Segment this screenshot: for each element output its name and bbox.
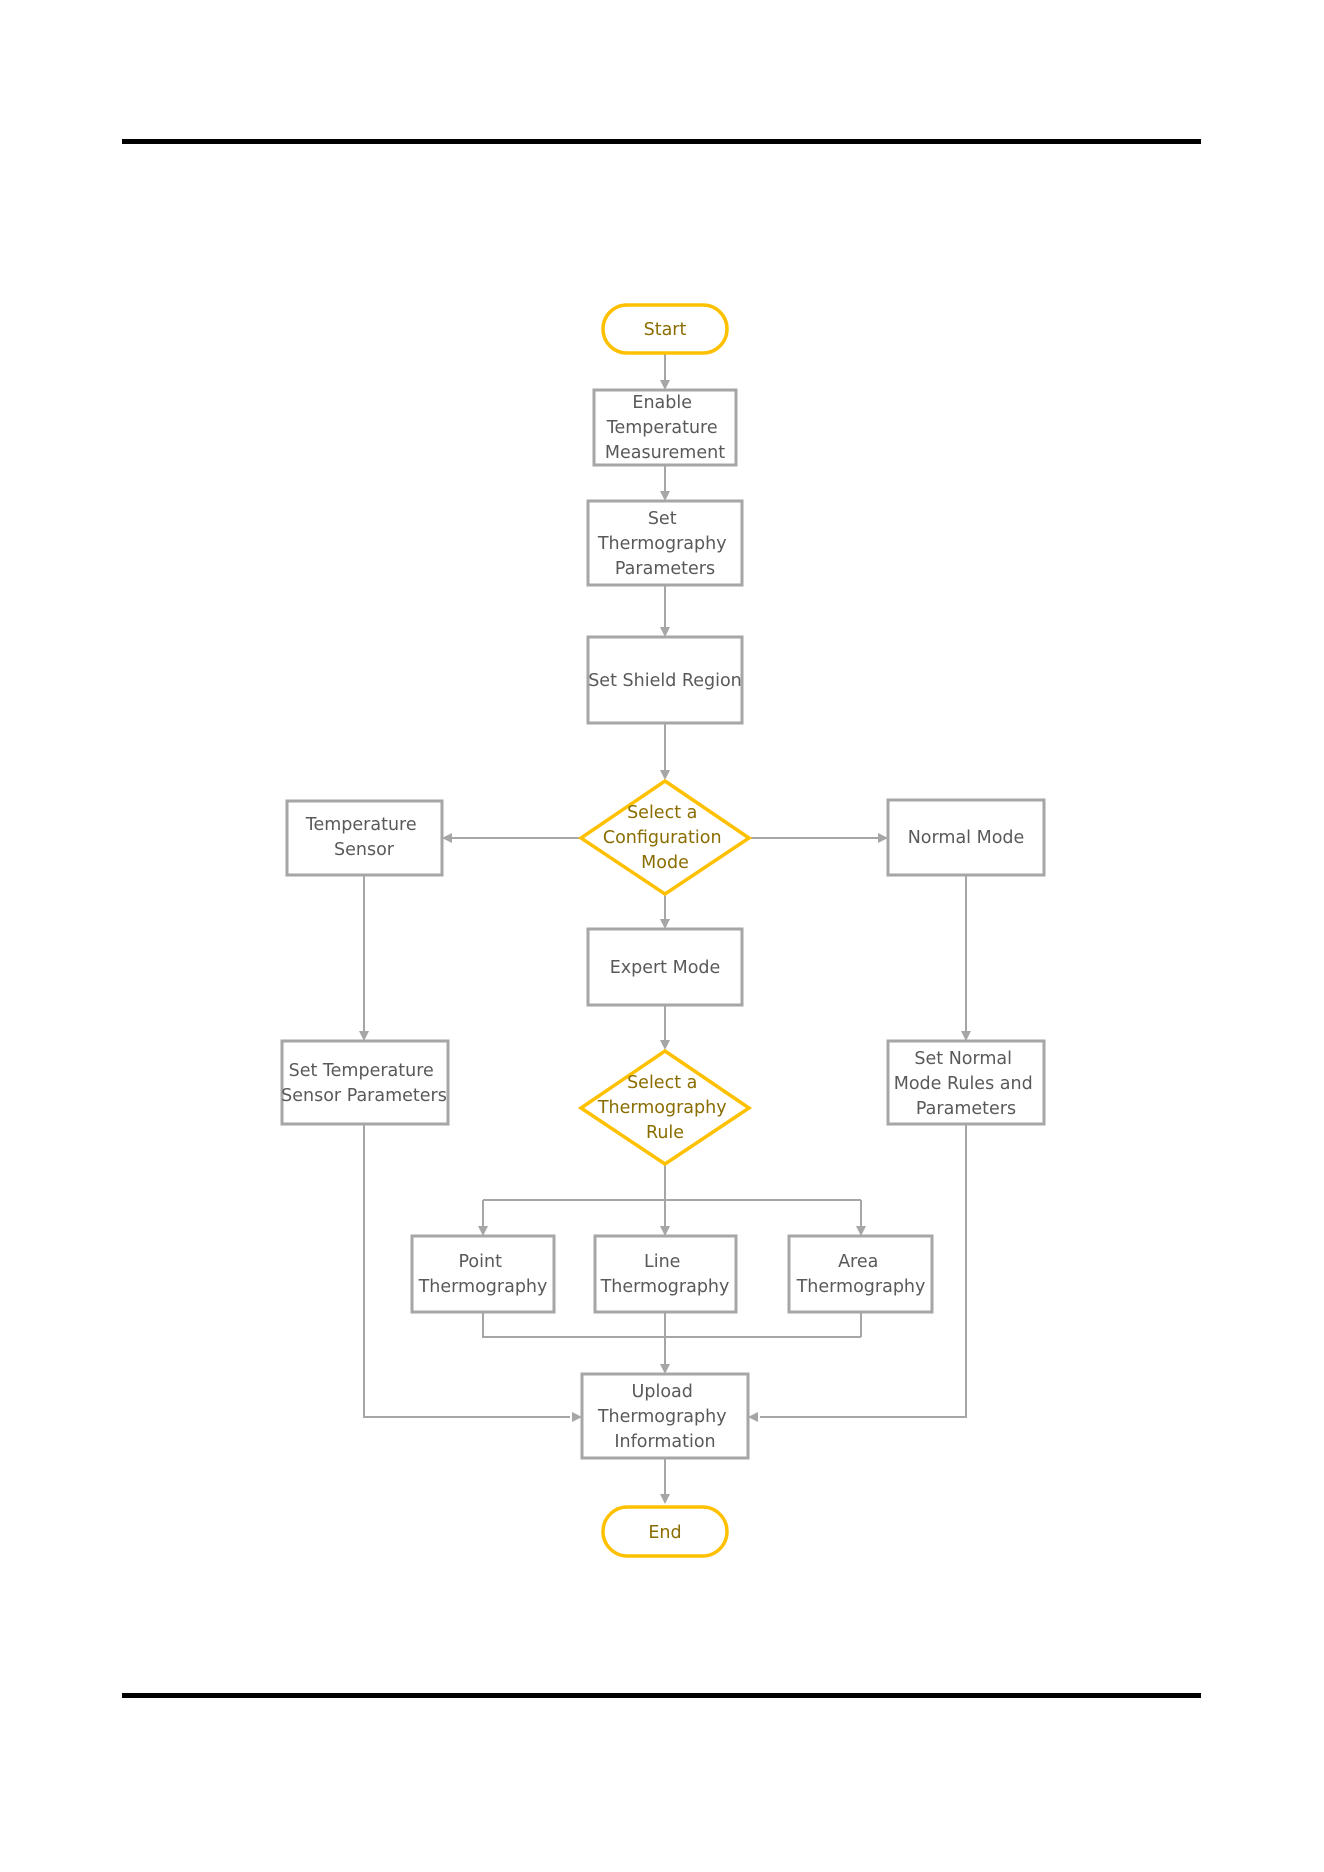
box-line: Set (648, 509, 677, 529)
start-label: Start (644, 320, 687, 340)
decision-select-thermography-rule: Select a Thermography Rule (577, 1048, 753, 1167)
svg-text:Set Temperature Sensor P: Set Temperature Sensor Parameters (281, 1061, 447, 1106)
arrowhead (478, 1226, 488, 1236)
svg-text:Start: Start (644, 320, 687, 340)
arrowhead (660, 491, 670, 501)
svg-text:Expert Mode: Expert Mode (610, 958, 721, 978)
svg-text:Line Thermography: Line Thermography (600, 1252, 730, 1297)
box-line: Thermography (597, 534, 727, 554)
box-line: Set Temperature (289, 1061, 434, 1081)
box-line: Line (644, 1252, 680, 1272)
box-line: Temperature (305, 815, 417, 835)
box-line: Measurement (605, 443, 725, 463)
decision-line: Rule (646, 1123, 684, 1143)
box-line: Normal Mode (908, 828, 1025, 848)
decision-select-configuration-mode: Select a Configuration Mode (577, 778, 753, 897)
box-line: Sensor (334, 840, 395, 860)
end-label: End (648, 1523, 681, 1543)
box-set-shield-region: Set Shield Region (586, 635, 744, 725)
box-enable-temperature-measurement: Enable Temperature Measurement (592, 388, 738, 467)
header-rule (122, 139, 1201, 144)
arrowhead (856, 1226, 866, 1236)
svg-text:Temperature Sensor: Temperature Sensor (305, 815, 422, 860)
svg-text:Select a Thermography: Select a Thermography Rule (597, 1073, 732, 1143)
box-line: Enable (632, 393, 692, 413)
arrowhead (359, 1031, 369, 1041)
box-line: Mode Rules and (894, 1074, 1033, 1094)
decision-line: Select a (627, 803, 697, 823)
box-upload-thermography-information: Upload Thermography Information (580, 1372, 750, 1460)
arrowhead (660, 380, 670, 390)
box-line: Set Normal (914, 1049, 1012, 1069)
box-line: Set Shield Region (588, 671, 742, 691)
decision-line: Select a (627, 1073, 697, 1093)
arrowhead (442, 833, 452, 843)
box-line-thermography: Line Thermography (593, 1234, 738, 1314)
box-line: Parameters (615, 559, 715, 579)
svg-text:End: End (648, 1523, 681, 1543)
box-point-thermography: Point Thermography (410, 1234, 556, 1314)
box-line: Thermography (597, 1407, 727, 1427)
box-line: Information (614, 1432, 715, 1452)
box-set-thermography-parameters: Set Thermography Parameters (586, 499, 744, 587)
terminal-start: Start (601, 303, 729, 355)
arrowhead (660, 1040, 670, 1050)
terminal-end: End (601, 1505, 729, 1558)
arrowhead (660, 1226, 670, 1236)
svg-text:Normal Mode: Normal Mode (908, 828, 1025, 848)
box-set-temperature-sensor-parameters: Set Temperature Sensor Parameters (280, 1039, 450, 1126)
arrowhead (878, 833, 888, 843)
box-normal-mode: Normal Mode (886, 798, 1046, 877)
connector-rules-merge (482, 1312, 862, 1366)
box-line: Expert Mode (610, 958, 721, 978)
box-line: Thermography (796, 1277, 926, 1297)
box-set-normal-mode-rules: Set Normal Mode Rules and Parameters (886, 1039, 1046, 1126)
box-temperature-sensor: Temperature Sensor (285, 799, 444, 877)
connector-sensor-params-upload (363, 1124, 570, 1418)
connectors (359, 353, 971, 1504)
svg-text:Point Thermography: Point Thermography (418, 1252, 548, 1297)
box-line: Thermography (600, 1277, 730, 1297)
decision-line: Configuration (603, 828, 722, 848)
arrowhead (660, 919, 670, 929)
connector-normal-rules-upload (760, 1124, 967, 1418)
svg-text:Upload Thermography: Upload Thermography Information (597, 1382, 732, 1452)
connector-rule-branch (482, 1164, 862, 1228)
arrowhead (660, 770, 670, 780)
box-line: Upload (632, 1382, 693, 1402)
arrowhead (660, 1494, 670, 1504)
svg-text:Set Shield Region: Set Shield Region (588, 671, 742, 691)
box-area-thermography: Area Thermography (787, 1234, 934, 1314)
svg-text:Area Thermography: Area Thermography (796, 1252, 926, 1297)
svg-text:Select a Configuration: Select a Configuration Mode (603, 803, 727, 873)
decision-line: Mode (641, 853, 689, 873)
arrowhead (572, 1412, 582, 1422)
box-expert-mode: Expert Mode (586, 927, 744, 1007)
arrowhead (660, 627, 670, 637)
box-line: Point (458, 1252, 502, 1272)
svg-text:Set Thermography P: Set Thermography Parameters (597, 509, 732, 579)
box-line: Area (838, 1252, 878, 1272)
box-line: Parameters (916, 1099, 1016, 1119)
decision-line: Thermography (597, 1098, 727, 1118)
arrowhead (961, 1031, 971, 1041)
footer-rule (122, 1693, 1201, 1698)
svg-text:Enable Temperature: Enable Temperature Measurement (605, 393, 725, 463)
box-line: Sensor Parameters (281, 1086, 447, 1106)
box-line: Thermography (418, 1277, 548, 1297)
arrowhead (748, 1412, 758, 1422)
box-line: Temperature (606, 418, 718, 438)
arrowhead (660, 1364, 670, 1374)
svg-text:Set Normal Mode Rules an: Set Normal Mode Rules and Parameters (894, 1049, 1039, 1119)
